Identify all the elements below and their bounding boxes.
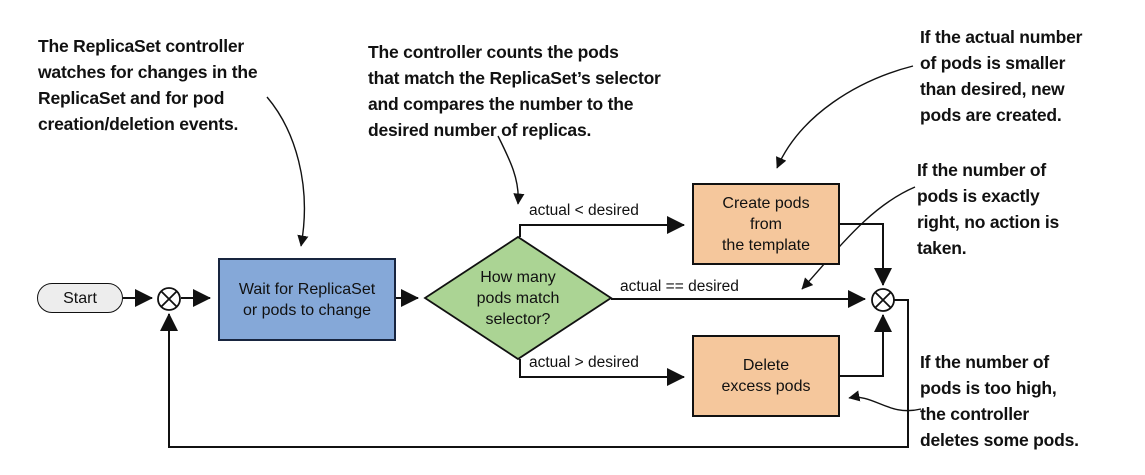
left-junction-icon — [157, 287, 181, 311]
create-pods-node-label: Create pods from the template — [721, 194, 811, 254]
decision-node-label: How many pods match selector? — [476, 268, 560, 328]
annotation-arrow-create — [776, 65, 914, 169]
right-junction-icon — [871, 288, 895, 312]
edge-decision-to-delete — [519, 359, 685, 386]
edge-delete-to-right-junction — [840, 314, 892, 377]
edge-feedback-loop — [160, 299, 909, 448]
decision-node: How many pods match selector? — [425, 237, 611, 359]
edge-label-actual-less: actual < desired — [529, 202, 639, 219]
delete-pods-node: Delete excess pods — [692, 335, 840, 417]
start-node: Start — [37, 283, 123, 313]
annotation-delete: If the number of pods is too high, the c… — [920, 352, 1079, 450]
annotation-create: If the actual number of pods is smaller … — [920, 27, 1083, 125]
edge-label-actual-greater: actual > desired — [529, 354, 639, 371]
wait-node-label: Wait for ReplicaSet or pods to change — [238, 280, 376, 319]
delete-pods-node-label: Delete excess pods — [721, 357, 811, 395]
annotation-count: The controller counts the pods that matc… — [368, 42, 661, 140]
decision-diamond-shape — [423, 235, 613, 361]
annotation-watch: The ReplicaSet controller watches for ch… — [38, 36, 258, 134]
annotation-noop: If the number of pods is exactly right, … — [917, 160, 1060, 258]
annotation-arrow-noop — [801, 186, 916, 290]
start-node-label: Start — [63, 289, 97, 307]
edge-decision-to-create — [519, 216, 685, 237]
edge-label-actual-equal: actual == desired — [620, 278, 739, 295]
annotation-arrow-watch — [266, 96, 309, 247]
annotation-arrow-delete — [848, 390, 922, 412]
create-pods-node: Create pods from the template — [692, 183, 840, 265]
annotation-arrow-count — [497, 135, 525, 205]
wait-node: Wait for ReplicaSet or pods to change — [218, 258, 396, 341]
edge-create-to-right-junction — [840, 223, 892, 286]
